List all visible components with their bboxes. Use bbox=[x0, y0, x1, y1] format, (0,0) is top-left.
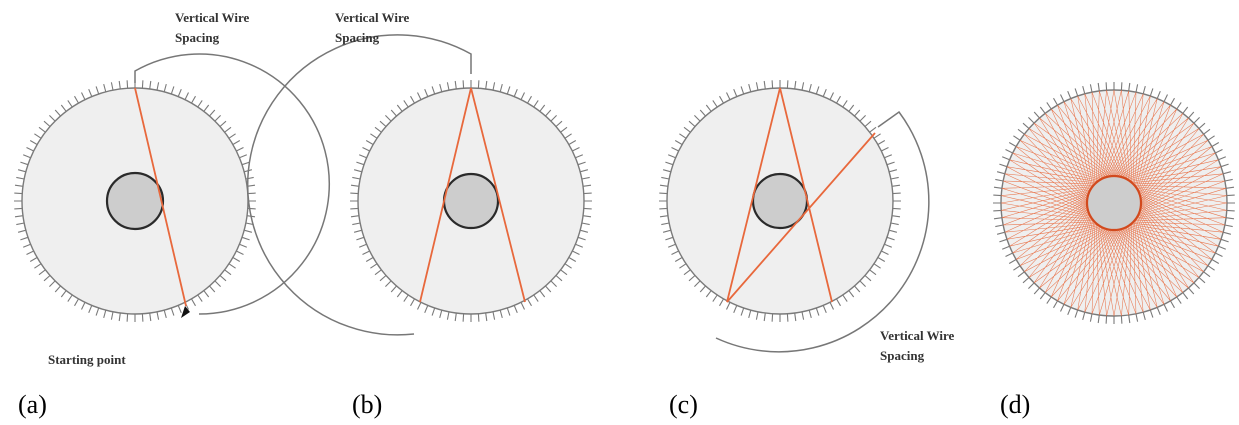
panel-c-disc-teeth bbox=[659, 80, 901, 322]
panel-d-disc-hub bbox=[1085, 174, 1143, 232]
panel-c-wire bbox=[726, 87, 876, 303]
panel-a-start-label: Starting point bbox=[48, 352, 126, 367]
panel-c-label: (c) bbox=[669, 390, 698, 419]
panel-b-spacing-bracket bbox=[246, 34, 472, 336]
panel-b-spacing-label-1: Vertical Wire bbox=[335, 10, 409, 25]
panel-a-disc-teeth bbox=[14, 80, 256, 322]
panel-a-spacing-label-2: Spacing bbox=[175, 30, 220, 45]
panel-a-spacing-bracket bbox=[134, 53, 331, 315]
panel-c-spacing-bracket bbox=[715, 110, 930, 353]
panel-a-spacing-label-1: Vertical Wire bbox=[175, 10, 249, 25]
panel-a-label: (a) bbox=[18, 390, 47, 419]
panel-a-disc-hub bbox=[105, 171, 165, 231]
panel-a-start-marker bbox=[181, 306, 190, 318]
panel-a-wire bbox=[134, 87, 187, 307]
panel-d-disc bbox=[993, 82, 1235, 324]
panel-a: Vertical Wire Spacing Starting point (a) bbox=[14, 10, 331, 419]
panel-b-disc bbox=[350, 80, 592, 322]
panel-b-disc-hub bbox=[442, 172, 500, 230]
panel-c-spacing-label-2: Spacing bbox=[880, 348, 925, 363]
panel-d-label: (d) bbox=[1000, 390, 1030, 419]
panel-b-spacing-label-2: Spacing bbox=[335, 30, 380, 45]
panel-d: (d) bbox=[993, 82, 1235, 419]
panel-b-wire bbox=[419, 87, 526, 303]
panel-b-disc-teeth bbox=[350, 80, 592, 322]
panel-b-label: (b) bbox=[352, 390, 382, 419]
panel-c: Vertical Wire Spacing (c) bbox=[659, 80, 954, 419]
panel-d-disc-teeth bbox=[993, 82, 1235, 324]
panel-c-spacing-label-1: Vertical Wire bbox=[880, 328, 954, 343]
panel-a-disc bbox=[14, 80, 256, 322]
panel-d-disc-wire-pattern bbox=[1000, 89, 1228, 317]
panel-b: Vertical Wire Spacing (b) bbox=[246, 10, 592, 419]
panel-c-disc bbox=[659, 80, 901, 322]
